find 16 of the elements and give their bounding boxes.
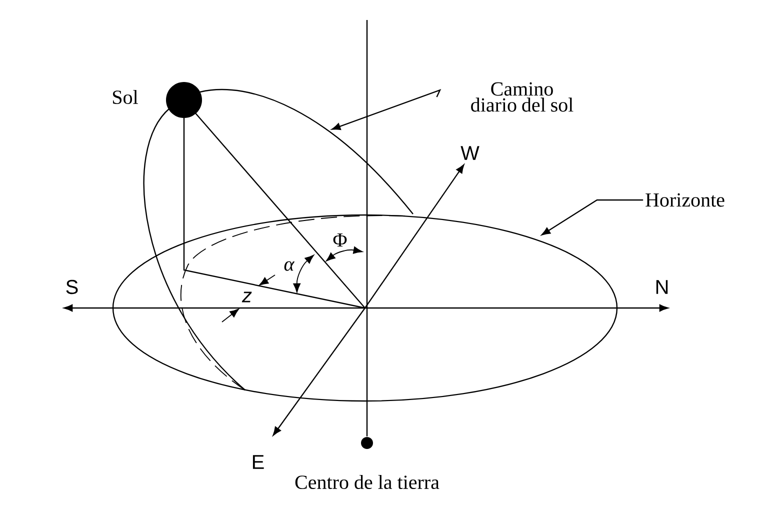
direction-label: N bbox=[656, 280, 668, 294]
direction-label: E bbox=[252, 455, 264, 469]
sun-disc bbox=[166, 82, 202, 118]
earth-center-dot bbox=[361, 437, 373, 449]
leader-line bbox=[332, 88, 442, 130]
callout-text: Camino diario del sol bbox=[471, 82, 574, 112]
leader-line bbox=[542, 199, 644, 236]
angle-label: Φ bbox=[333, 233, 347, 247]
direction-label: S bbox=[66, 280, 78, 294]
node-caption: Sol bbox=[113, 90, 138, 104]
callout-text: Horizonte bbox=[646, 193, 724, 207]
angle-label: z bbox=[242, 292, 252, 302]
direction-label: W bbox=[460, 146, 480, 160]
zenith-line bbox=[366, 20, 368, 436]
node-caption: Centro de la tierra bbox=[295, 474, 440, 490]
angle-label: α bbox=[284, 261, 295, 271]
